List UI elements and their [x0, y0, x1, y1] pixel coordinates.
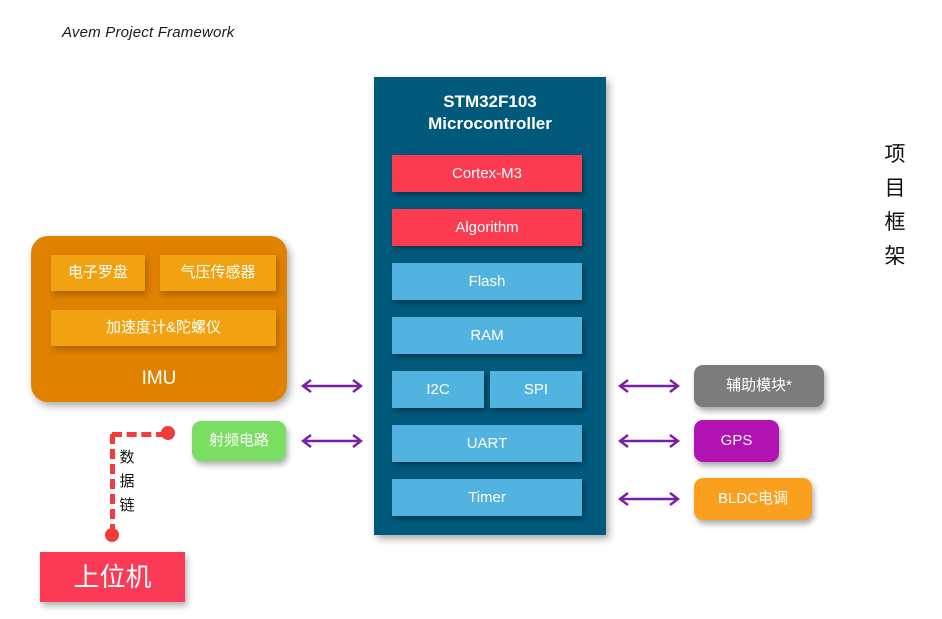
peripheral-bldc-esc[interactable]: BLDC电调	[694, 478, 812, 520]
imu-sensor-accel-gyro[interactable]: 加速度计&陀螺仪	[51, 310, 276, 346]
mcu-block-timer[interactable]: Timer	[392, 479, 582, 516]
datalink-horizontal-dashed-line	[112, 432, 166, 437]
mcu-title: STM32F103 Microcontroller	[374, 91, 606, 135]
mcu-title-line1: STM32F103	[443, 92, 537, 111]
datalink-char-0: 数	[119, 449, 135, 466]
arrow-timer-to-bldc	[613, 491, 685, 507]
imu-block: 电子罗盘 气压传感器 加速度计&陀螺仪 IMU	[31, 236, 287, 402]
side-label-char-1: 目	[884, 177, 906, 200]
rf-circuit-block[interactable]: 射频电路	[192, 421, 286, 461]
datalink-char-2: 链	[119, 497, 135, 514]
page-title: Avem Project Framework	[62, 24, 235, 41]
arrow-imu-to-i2c	[296, 378, 368, 394]
side-label-char-3: 架	[884, 245, 906, 268]
arrow-uart-to-gps	[613, 433, 685, 449]
imu-sensor-compass[interactable]: 电子罗盘	[51, 255, 145, 291]
mcu-block-spi[interactable]: SPI	[490, 371, 582, 408]
mcu-block-flash[interactable]: Flash	[392, 263, 582, 300]
arrow-rf-to-uart	[296, 433, 368, 449]
arrow-spi-to-aux-module	[613, 378, 685, 394]
datalink-label: 数 据 链	[117, 446, 137, 518]
mcu-block-algorithm[interactable]: Algorithm	[392, 209, 582, 246]
mcu-block-uart[interactable]: UART	[392, 425, 582, 462]
mcu-block: STM32F103 Microcontroller Cortex-M3 Algo…	[374, 77, 606, 535]
peripheral-gps[interactable]: GPS	[694, 420, 779, 462]
mcu-block-cortex-m3[interactable]: Cortex-M3	[392, 155, 582, 192]
host-computer-block[interactable]: 上位机	[40, 552, 185, 602]
side-label-char-0: 项	[884, 143, 906, 166]
mcu-title-line2: Microcontroller	[428, 114, 552, 133]
side-label-char-2: 框	[884, 211, 906, 234]
side-vertical-label: 项 目 框 架	[880, 138, 910, 274]
imu-sensor-barometer[interactable]: 气压传感器	[160, 255, 276, 291]
mcu-block-i2c[interactable]: I2C	[392, 371, 484, 408]
imu-label: IMU	[141, 368, 177, 389]
datalink-endpoint-dot-top	[161, 426, 175, 440]
datalink-vertical-dashed-line	[110, 434, 115, 534]
datalink-char-1: 据	[119, 473, 135, 490]
mcu-block-ram[interactable]: RAM	[392, 317, 582, 354]
datalink-endpoint-dot-bottom	[105, 528, 119, 542]
peripheral-aux-module[interactable]: 辅助模块*	[694, 365, 824, 407]
